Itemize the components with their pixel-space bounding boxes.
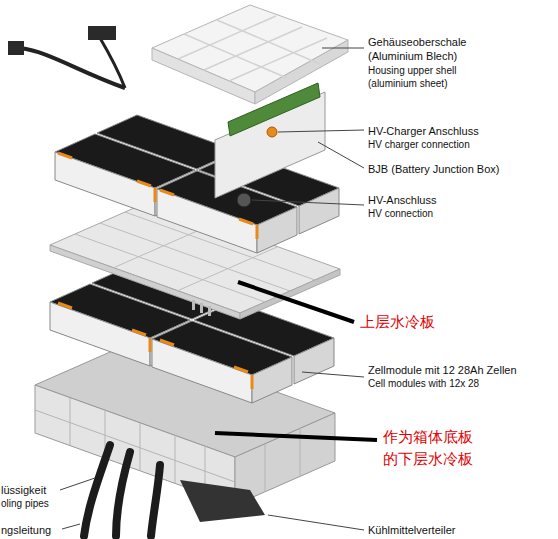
leader-lines (60, 48, 364, 530)
part-label-de: Kühlmittelverteiler (368, 523, 455, 537)
part-label: BJB (Battery Junction Box) (368, 162, 499, 176)
busbars (58, 303, 252, 389)
part-label-de: Gehäuseoberschale (Aluminium Blech) (368, 35, 478, 63)
wire-harness (8, 26, 125, 88)
part-label-de: HV-Anschluss (368, 193, 436, 207)
part-label-de: HV-Charger Anschluss (368, 124, 479, 138)
part-label-en: HV charger connection (368, 138, 470, 151)
housing-upper-shell (152, 5, 348, 104)
part-label-en: Housing upper shell (aluminium sheet) (368, 64, 468, 90)
battery-junction-box (215, 83, 325, 207)
part-label-en: oling pipes (1, 497, 49, 510)
annotation-cn: 作为箱体底板 的下层水冷板 (383, 426, 479, 470)
coolant-manifold (180, 480, 265, 522)
part-label-en: HV connection (368, 207, 433, 220)
annotation-cn: 上层水冷板 (360, 312, 435, 332)
callout-lines (215, 282, 377, 440)
part-label-en: Cell modules with 12x 28 (368, 377, 479, 390)
coolant-pipes (84, 445, 160, 536)
part-label-de: ngsleitung (1, 523, 51, 537)
part-label-de: lüssigkeit (1, 483, 46, 497)
part-label-de: Zellmodule mit 12 28Ah Zellen (368, 363, 517, 377)
